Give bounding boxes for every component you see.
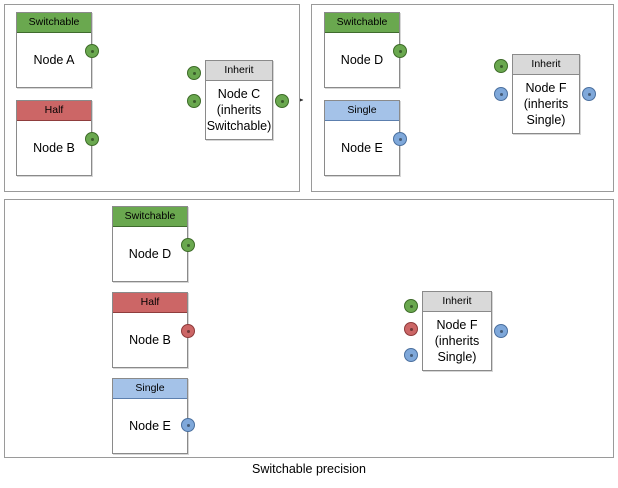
node-f-bottom-output-port[interactable] — [494, 324, 508, 338]
node-c-header: Inherit — [206, 61, 272, 81]
node-e-topright-header: Single — [325, 101, 399, 121]
node-b-bottom[interactable]: Half Node B — [112, 292, 188, 368]
node-d-bottom[interactable]: Switchable Node D — [112, 206, 188, 282]
node-b-topleft-body: Node B — [33, 141, 75, 155]
node-c-input-port-1[interactable] — [187, 66, 201, 80]
node-a-output-port[interactable] — [85, 44, 99, 58]
node-f-topright-header: Inherit — [513, 55, 579, 75]
node-e-topright-output-port[interactable] — [393, 132, 407, 146]
node-d-topright-header: Switchable — [325, 13, 399, 33]
node-d-bottom-body: Node D — [128, 247, 172, 261]
node-f-bottom[interactable]: Inherit Node F (inherits Single) — [422, 291, 492, 371]
node-f-topright-output-port[interactable] — [582, 87, 596, 101]
node-e-bottom[interactable]: Single Node E — [112, 378, 188, 454]
node-e-bottom-body: Node E — [129, 419, 171, 433]
node-b-bottom-header: Half — [113, 293, 187, 313]
node-f-bottom-input-port-2[interactable] — [404, 322, 418, 336]
node-b-topleft-header: Half — [17, 101, 91, 121]
node-e-topright[interactable]: Single Node E — [324, 100, 400, 176]
node-e-bottom-header: Single — [113, 379, 187, 399]
node-f-bottom-header: Inherit — [423, 292, 491, 312]
node-f-topright[interactable]: Inherit Node F (inherits Single) — [512, 54, 580, 134]
node-c-body: Node C (inherits Switchable) — [206, 87, 272, 133]
node-b-bottom-output-port[interactable] — [181, 324, 195, 338]
node-c[interactable]: Inherit Node C (inherits Switchable) — [205, 60, 273, 140]
node-c-output-port[interactable] — [275, 94, 289, 108]
node-e-topright-body: Node E — [341, 141, 383, 155]
node-a[interactable]: Switchable Node A — [16, 12, 92, 88]
node-c-input-port-2[interactable] — [187, 94, 201, 108]
node-d-bottom-header: Switchable — [113, 207, 187, 227]
node-d-topright[interactable]: Switchable Node D — [324, 12, 400, 88]
node-d-topright-body: Node D — [340, 53, 384, 67]
node-b-bottom-body: Node B — [129, 333, 171, 347]
node-d-bottom-output-port[interactable] — [181, 238, 195, 252]
node-f-bottom-body: Node F (inherits Single) — [434, 318, 480, 364]
node-b-topleft-output-port[interactable] — [85, 132, 99, 146]
node-a-header: Switchable — [17, 13, 91, 33]
node-d-topright-output-port[interactable] — [393, 44, 407, 58]
diagram-caption: Switchable precision — [252, 462, 366, 476]
node-b-topleft[interactable]: Half Node B — [16, 100, 92, 176]
node-e-bottom-output-port[interactable] — [181, 418, 195, 432]
node-f-topright-body: Node F (inherits Single) — [523, 81, 569, 127]
node-f-topright-input-port-1[interactable] — [494, 59, 508, 73]
node-f-bottom-input-port-1[interactable] — [404, 299, 418, 313]
node-f-topright-input-port-2[interactable] — [494, 87, 508, 101]
node-f-bottom-input-port-3[interactable] — [404, 348, 418, 362]
panel-switchable-precision — [4, 199, 614, 458]
node-a-body: Node A — [33, 53, 75, 67]
